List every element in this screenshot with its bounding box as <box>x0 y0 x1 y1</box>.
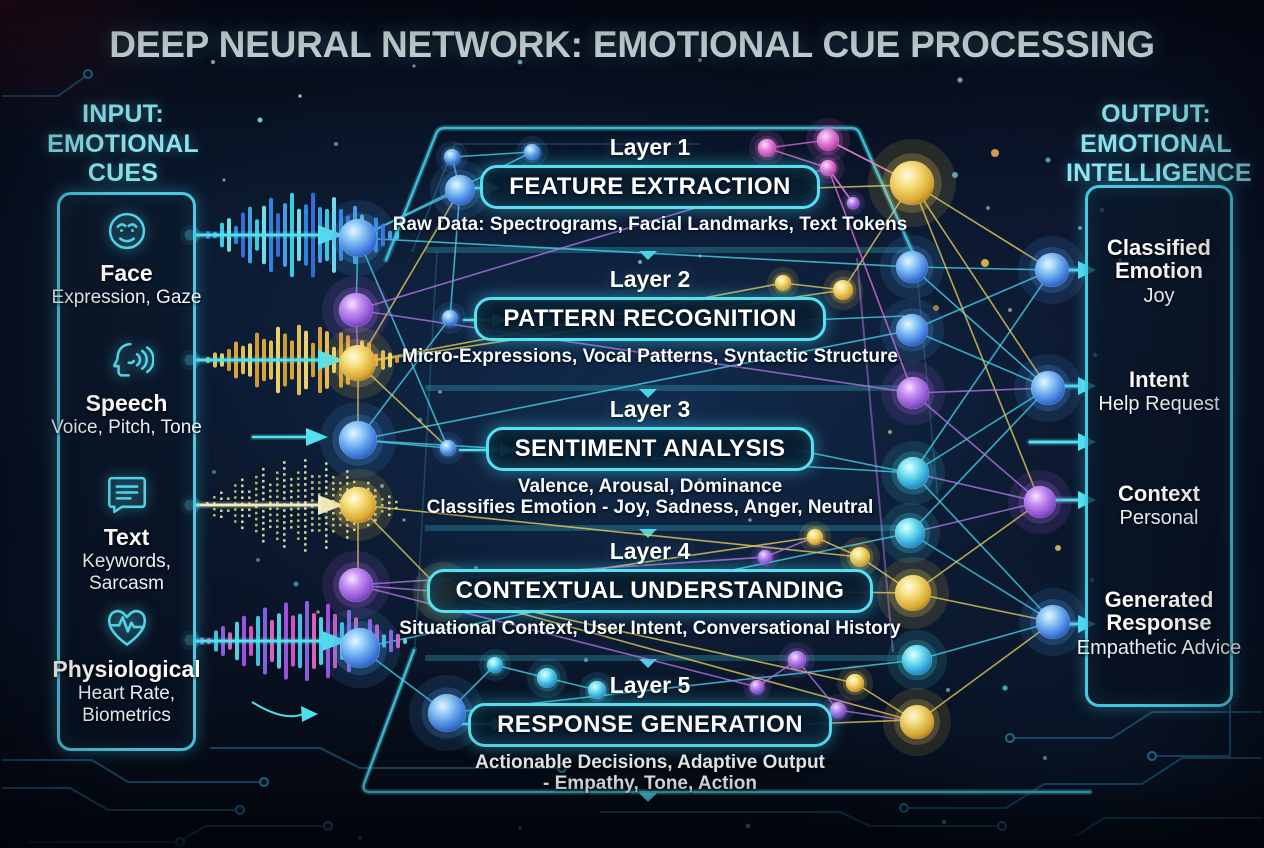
output-heading-line: EMOTIONAL <box>1080 129 1232 158</box>
layer-4-pill: CONTEXTUAL UNDERSTANDING <box>426 569 874 613</box>
layer-desc: Actionable Decisions, Adaptive Output <box>475 752 825 773</box>
output-panel: Classified Emotion Joy Intent Help Reque… <box>1077 185 1241 707</box>
layer-1-pill: FEATURE EXTRACTION <box>480 165 820 209</box>
output-item-generated-response: Generated Response Empathetic Advice <box>1076 588 1242 659</box>
layer-label: Layer 4 <box>609 538 691 564</box>
layer-dividers <box>425 247 908 802</box>
input-item-label: Text <box>103 524 150 550</box>
layer-3-block: Layer 3 SENTIMENT ANALYSIS Valence, Arou… <box>380 396 920 519</box>
layer-label: Layer 2 <box>609 266 691 292</box>
output-item-value: Joy <box>1143 284 1175 307</box>
output-item-label: Intent <box>1129 367 1189 392</box>
input-heading-line: CUES <box>87 159 159 187</box>
output-heading-line: INTELLIGENCE <box>1066 159 1252 187</box>
output-item-intent: Intent Help Request <box>1076 368 1242 416</box>
layer-3-pill: SENTIMENT ANALYSIS <box>485 427 815 471</box>
input-item-text: Text Keywords, Sarcasm <box>44 467 209 594</box>
layer-label: Layer 1 <box>609 134 691 160</box>
text-icon <box>44 467 209 523</box>
layer-desc: Situational Context, User Intent, Conver… <box>399 618 901 639</box>
layer-desc: Micro-Expressions, Vocal Patterns, Synta… <box>402 346 898 367</box>
physiological-icon <box>44 599 209 655</box>
layer-5-pill: RESPONSE GENERATION <box>468 703 832 747</box>
output-item-value: Help Request <box>1098 393 1220 416</box>
input-item-speech: Speech Voice, Pitch, Tone <box>44 333 209 439</box>
layer-4-block: Layer 4 CONTEXTUAL UNDERSTANDING Situati… <box>380 538 920 640</box>
layer-label: Layer 5 <box>609 672 691 698</box>
input-item-label: Physiological <box>52 656 201 682</box>
page-title: DEEP NEURAL NETWORK: EMOTIONAL CUE PROCE… <box>109 24 1155 65</box>
layer-desc: Valence, Arousal, Dominance <box>517 476 783 497</box>
input-item-sub: Expression, Gaze <box>51 287 202 308</box>
input-item-sub: Keywords, Sarcasm <box>82 551 171 594</box>
layer-2-block: Layer 2 PATTERN RECOGNITION Micro-Expres… <box>380 266 920 368</box>
network-nodes <box>320 118 1087 756</box>
input-heading: INPUT: EMOTIONAL CUES <box>32 100 214 189</box>
output-heading-line: OUTPUT: <box>1101 100 1211 128</box>
layer-desc2: Classifies Emotion - Joy, Sadness, Anger… <box>426 496 874 518</box>
input-item-sub: Heart Rate, Biometrics <box>77 683 176 726</box>
input-item-label: Speech <box>85 390 168 416</box>
output-item-label: Generated Response <box>1104 587 1214 636</box>
face-icon <box>44 203 209 259</box>
output-item-value: Personal <box>1119 507 1199 530</box>
layer-2-pill: PATTERN RECOGNITION <box>474 297 826 341</box>
layer-desc: Raw Data: Spectrograms, Facial Landmarks… <box>392 214 908 235</box>
layer-5-block: Layer 5 RESPONSE GENERATION Actionable D… <box>380 672 920 795</box>
input-item-label: Face <box>100 260 153 286</box>
speech-icon <box>44 333 209 389</box>
input-item-face: Face Expression, Gaze <box>44 203 209 309</box>
input-heading-line: EMOTIONAL <box>47 129 199 158</box>
input-item-physiological: Physiological Heart Rate, Biometrics <box>44 599 209 726</box>
layer-1-block: Layer 1 FEATURE EXTRACTION Raw Data: Spe… <box>380 134 920 236</box>
output-item-value: Empathetic Advice <box>1076 636 1242 659</box>
layer-label: Layer 3 <box>609 396 691 422</box>
input-heading-line: INPUT: <box>82 100 164 128</box>
layer-desc2: - Empathy, Tone, Action <box>543 772 757 794</box>
output-item-label: Context <box>1118 481 1200 506</box>
input-panel: Face Expression, Gaze Speech Voice, Pitc… <box>51 192 202 751</box>
output-heading: OUTPUT: EMOTIONAL INTELLIGENCE <box>1066 100 1252 189</box>
output-item-context: Context Personal <box>1076 482 1242 530</box>
output-item-classified-emotion: Classified Emotion Joy <box>1076 236 1242 307</box>
input-item-sub: Voice, Pitch, Tone <box>51 417 202 438</box>
output-item-label: Classified Emotion <box>1107 235 1211 284</box>
